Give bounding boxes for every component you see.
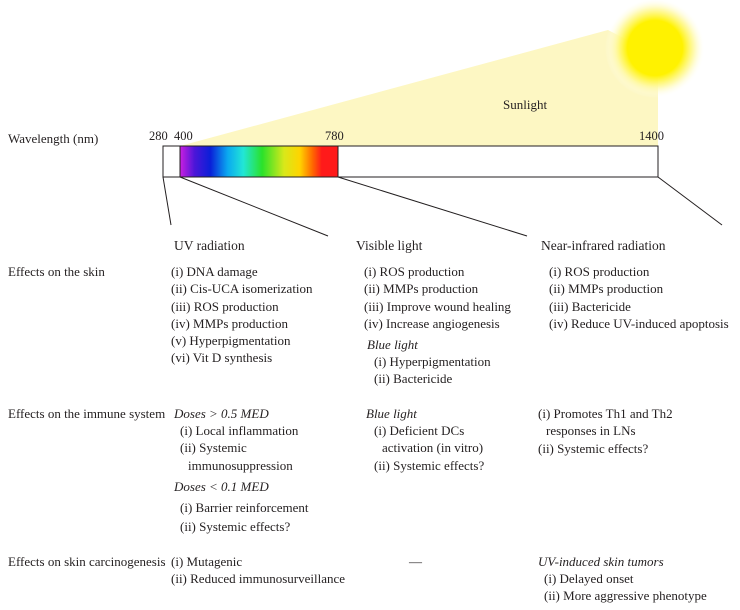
tick-780: 780 — [325, 129, 344, 143]
list-item: (ii) Systemic effects? — [374, 457, 485, 473]
list-item: (ii) Cis-UCA isomerization — [171, 281, 313, 297]
skin-blue-light-list: (i) Hyperpigmentation (ii) Bactericide — [374, 353, 491, 388]
column-header-nir: Near-infrared radiation — [541, 238, 666, 253]
list-item: (i) ROS production — [549, 264, 650, 279]
list-item: (iv) MMPs production — [171, 315, 288, 331]
skin-uv-list: (i) DNA damage (ii) Cis-UCA isomerizatio… — [171, 263, 313, 367]
uv-projection-line — [162, 176, 172, 226]
immune-visible-list: (i) Deficient DCs activation (in vitro) … — [374, 422, 484, 474]
immune-uv-low-title: Doses < 0.1 MED — [174, 479, 269, 494]
skin-nir-list: (i) ROS production (ii) MMPs production … — [549, 263, 729, 332]
list-item: (i) Delayed onset — [544, 571, 634, 586]
list-item: (iv) Reduce UV-induced apoptosis — [549, 315, 729, 331]
list-item: (i) ROS production — [364, 264, 465, 279]
list-item: (vi) Vit D synthesis — [171, 350, 273, 366]
carcinogenesis-visible-dash: — — [409, 554, 422, 569]
immune-uv-low-list: (i) Barrier reinforcement (ii) Systemic … — [180, 498, 308, 536]
carcinogenesis-nir-list: (i) Delayed onset (ii) More aggressive p… — [544, 570, 707, 605]
visible-rainbow-segment — [180, 146, 338, 177]
list-item: (i) Local inflammation — [180, 423, 299, 438]
list-item: (iii) ROS production — [171, 298, 279, 314]
column-header-visible: Visible light — [356, 238, 423, 253]
list-item: (ii) Systemic effects? — [180, 519, 291, 534]
list-item: (i) DNA damage — [171, 264, 258, 279]
immune-nir-list: (i) Promotes Th1 and Th2 responses in LN… — [538, 405, 673, 457]
list-item: immunosuppression — [188, 457, 293, 473]
skin-blue-light-title: Blue light — [367, 337, 418, 352]
sunlight-beam — [180, 30, 658, 146]
list-item: responses in LNs — [546, 423, 636, 439]
row-label-carcinogenesis: Effects on skin carcinogenesis — [8, 554, 166, 569]
nir-end-projection-line — [657, 176, 723, 226]
tick-280: 280 — [149, 129, 168, 143]
list-item: activation (in vitro) — [382, 440, 484, 456]
row-label-skin: Effects on the skin — [8, 264, 105, 279]
list-item: (iii) Improve wound healing — [364, 298, 511, 314]
list-item: (i) Barrier reinforcement — [180, 500, 309, 515]
skin-visible-list: (i) ROS production (ii) MMPs production … — [364, 263, 511, 332]
list-item: (ii) Bactericide — [374, 371, 453, 387]
visible-projection-line — [179, 176, 329, 237]
column-header-uv: UV radiation — [174, 238, 245, 253]
list-item: (v) Hyperpigmentation — [171, 333, 291, 349]
immune-blue-light-title: Blue light — [366, 406, 417, 421]
tick-400: 400 — [174, 129, 193, 143]
tick-1400: 1400 — [639, 129, 664, 143]
row-label-immune: Effects on the immune system — [8, 406, 166, 421]
list-item: (ii) Reduced immunosurveillance — [171, 571, 346, 587]
carcinogenesis-nir-title: UV-induced skin tumors — [538, 554, 664, 569]
list-item: (ii) Systemic effects? — [538, 440, 649, 456]
sun-icon — [605, 0, 705, 98]
list-item: (ii) MMPs production — [549, 281, 664, 297]
list-item: (ii) More aggressive phenotype — [544, 588, 707, 604]
immune-uv-high-list: (i) Local inflammation (ii) Systemic imm… — [180, 422, 298, 474]
list-item: (i) Promotes Th1 and Th2 — [538, 406, 673, 421]
list-item: (iv) Increase angiogenesis — [364, 315, 500, 331]
list-item: (i) Mutagenic — [171, 554, 243, 569]
list-item: (iii) Bactericide — [549, 298, 631, 314]
uv-segment — [162, 145, 181, 178]
nir-projection-line — [337, 176, 528, 237]
immune-uv-high-title: Doses > 0.5 MED — [174, 406, 269, 421]
wavelength-label: Wavelength (nm) — [8, 131, 99, 146]
sunlight-label: Sunlight — [503, 97, 548, 112]
carcinogenesis-uv-list: (i) Mutagenic (ii) Reduced immunosurveil… — [171, 553, 345, 588]
list-item: (ii) Systemic — [180, 440, 247, 456]
list-item: (i) Deficient DCs — [374, 423, 465, 438]
list-item: (i) Hyperpigmentation — [374, 354, 491, 369]
list-item: (ii) MMPs production — [364, 281, 479, 297]
